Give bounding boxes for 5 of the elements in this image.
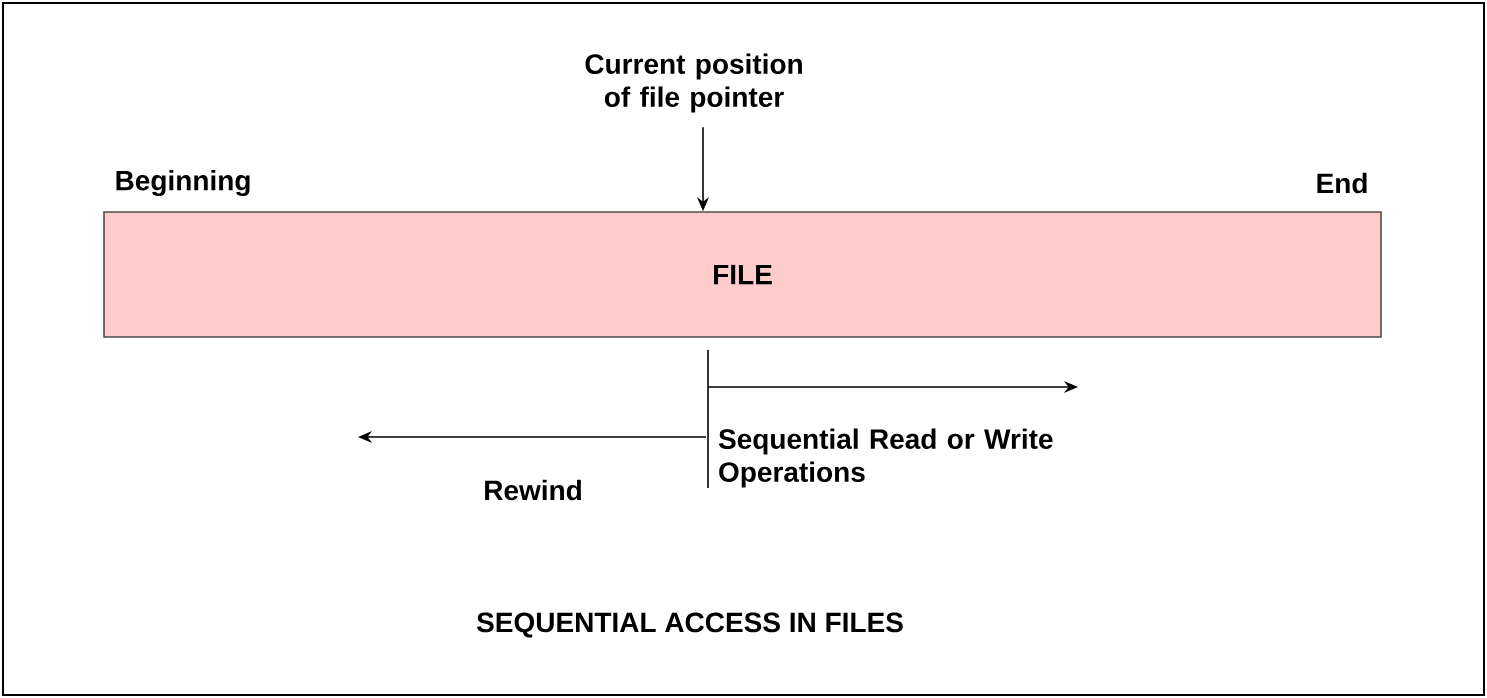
caption: SEQUENTIAL ACCESS IN FILES bbox=[476, 612, 903, 638]
file-bar: FILE bbox=[103, 211, 1382, 338]
pointer-label: Current position of file pointer bbox=[585, 53, 802, 113]
operation-label: Rewind bbox=[485, 479, 581, 501]
operation-label: Sequential Read or Write Operations bbox=[718, 428, 1053, 488]
